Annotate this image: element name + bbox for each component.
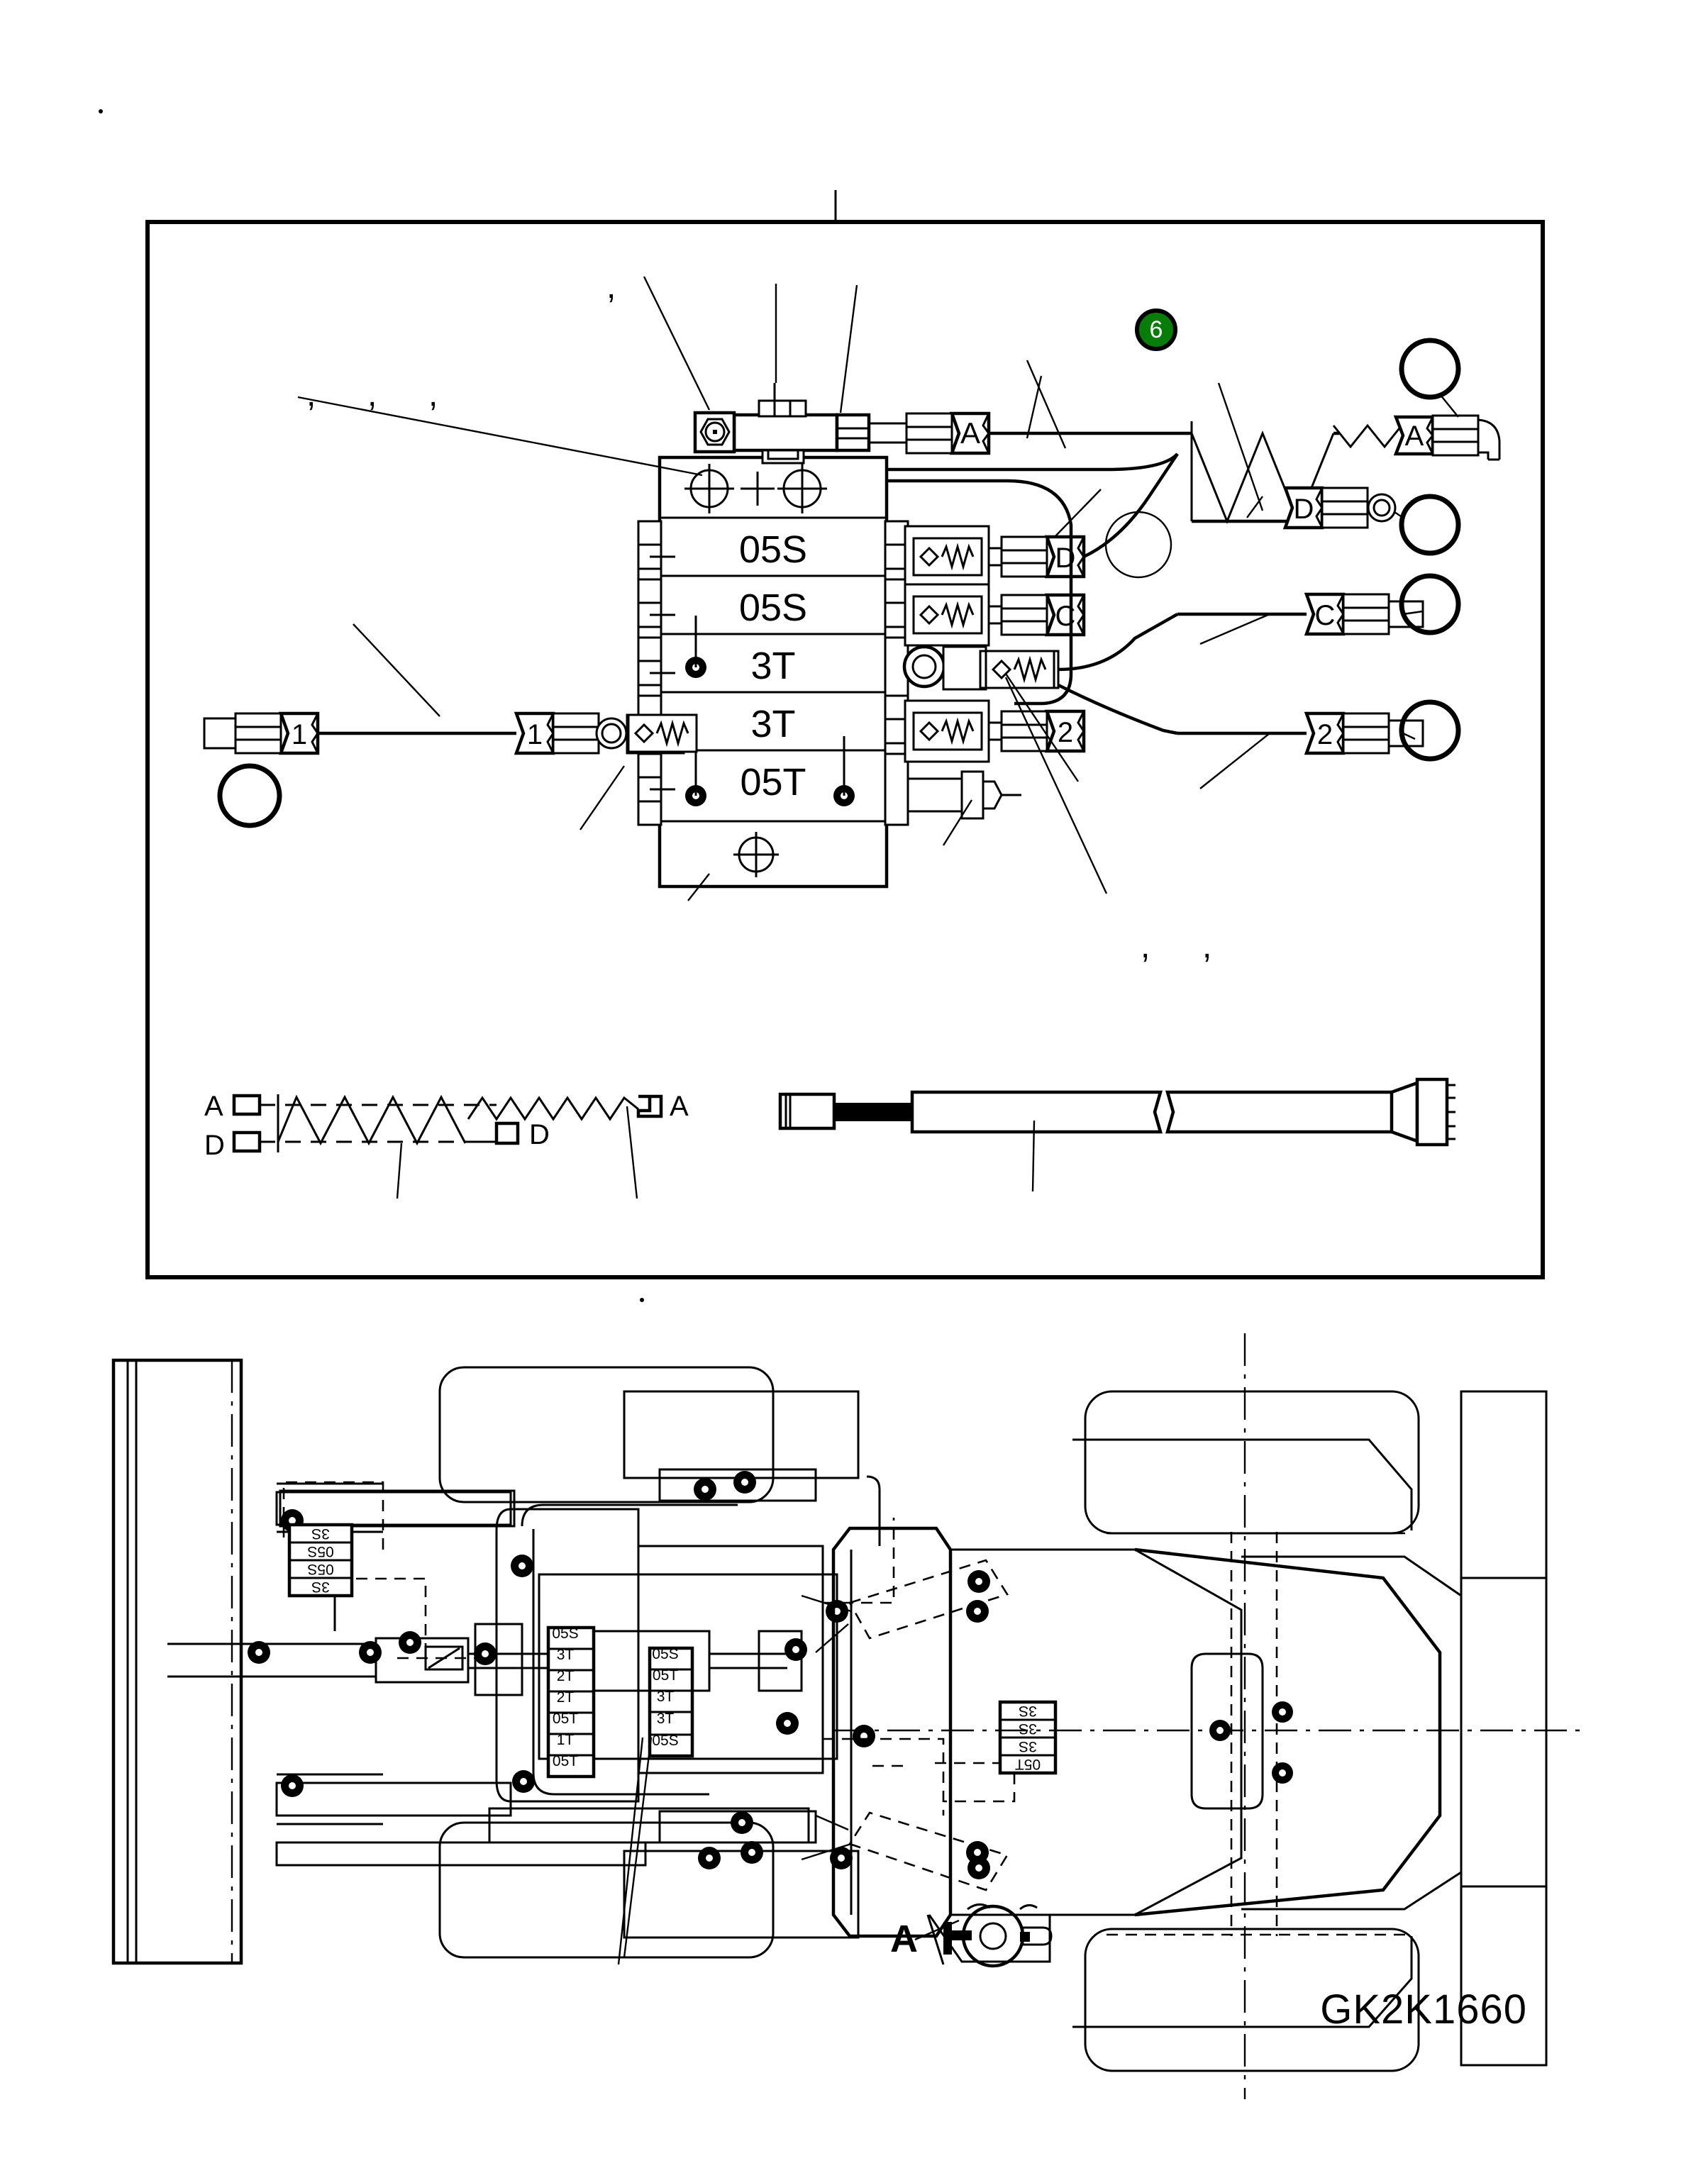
- svg-text:,: ,: [1141, 928, 1150, 965]
- top-manifold-assembly: A: [693, 383, 1185, 465]
- svg-text:3T: 3T: [657, 1711, 675, 1727]
- valve-top-crosshairs: [684, 464, 827, 513]
- port-tag-C-right: C: [1315, 600, 1336, 631]
- stray-comma-marks: , , , , , ,: [306, 268, 1211, 965]
- svg-text:05S: 05S: [739, 528, 807, 571]
- port-tag-2-valve: 2: [1058, 717, 1073, 748]
- part-code-label: GK2K1660: [1320, 1986, 1527, 2033]
- bolt-markers: [248, 1471, 989, 1869]
- svg-text:2T: 2T: [557, 1668, 575, 1684]
- curved-hose-routing: [887, 452, 1179, 735]
- valve-right-checkvalves: D C 2: [902, 525, 1086, 820]
- svg-text:3T: 3T: [750, 703, 795, 745]
- svg-text:,: ,: [367, 376, 377, 413]
- svg-text:3T: 3T: [557, 1647, 575, 1663]
- port-tag-1-mid: 1: [527, 719, 543, 750]
- valve-block-assembly: 05S 05S 3T 3T 05T: [637, 455, 909, 889]
- port-tag-A-right: A: [1405, 421, 1424, 452]
- tag-block-center-right: 05S 05T 3T 3T 05S: [648, 1646, 694, 1758]
- svg-text:05T: 05T: [653, 1667, 678, 1684]
- svg-text:1T: 1T: [557, 1732, 575, 1748]
- tag-block-center: 05S 3T 2T 2T 05T 1T 05T: [546, 1625, 596, 1779]
- section-label-A: A: [890, 1918, 918, 1960]
- machine-body: A: [801, 1333, 1582, 2099]
- valve-bottom-crosshair: [733, 832, 779, 877]
- port-tag-2-right: 2: [1317, 719, 1333, 750]
- svg-text:05S: 05S: [307, 1543, 333, 1560]
- tag-block-left-upper: 3S 05S 05S 3S: [287, 1523, 354, 1598]
- port-tag-1-left: 1: [292, 719, 307, 750]
- tag-block-right: 05T 3S 3S 3S: [998, 1700, 1058, 1775]
- svg-text:05T: 05T: [1015, 1756, 1041, 1772]
- svg-text:2T: 2T: [557, 1689, 575, 1706]
- svg-text:3T: 3T: [750, 645, 795, 687]
- svg-text:3T: 3T: [657, 1689, 675, 1705]
- svg-text:05S: 05S: [652, 1646, 678, 1662]
- svg-text:05S: 05S: [652, 1733, 678, 1749]
- svg-text:,: ,: [428, 376, 438, 413]
- svg-text:05S: 05S: [307, 1561, 333, 1577]
- right-hose-runs: A D C: [1104, 338, 1501, 762]
- svg-text:,: ,: [606, 268, 616, 306]
- svg-text:,: ,: [306, 376, 316, 413]
- svg-text:05T: 05T: [740, 761, 806, 804]
- machine-plan-view: 3S 05S 05S 3S 05S 3T 2T: [111, 1333, 1582, 2099]
- svg-text:05S: 05S: [739, 587, 807, 629]
- hose-detail-end-A: A: [670, 1091, 689, 1122]
- svg-text:05S: 05S: [552, 1625, 578, 1642]
- hose-detail-end-D: D: [529, 1119, 550, 1150]
- svg-text:05T: 05T: [553, 1711, 578, 1727]
- svg-text:3S: 3S: [1019, 1738, 1037, 1755]
- port-tag-A-top: A: [960, 416, 980, 450]
- svg-text:3S: 3S: [311, 1579, 330, 1595]
- pivot-assembly: A: [890, 1903, 1053, 1968]
- rod-detail-assembly: [778, 1077, 1455, 1192]
- hose-detail-label-D: D: [204, 1130, 225, 1161]
- svg-text:3S: 3S: [311, 1525, 330, 1542]
- port-tag-D-right: D: [1294, 494, 1314, 525]
- svg-text:,: ,: [1202, 928, 1211, 965]
- left-hose-run: 1 1: [203, 711, 698, 828]
- callout-badge-6[interactable]: 6: [1135, 308, 1177, 351]
- hose-detail-label-A: A: [204, 1091, 223, 1122]
- svg-text:3S: 3S: [1019, 1703, 1037, 1719]
- hose-detail-assembly: A D D A: [204, 1091, 689, 1199]
- svg-text:3S: 3S: [1019, 1720, 1037, 1737]
- leader-lines-top: [297, 276, 1270, 901]
- valve-section-labels: 05S 05S 3T 3T 05T: [739, 528, 807, 804]
- svg-text:05T: 05T: [553, 1753, 578, 1769]
